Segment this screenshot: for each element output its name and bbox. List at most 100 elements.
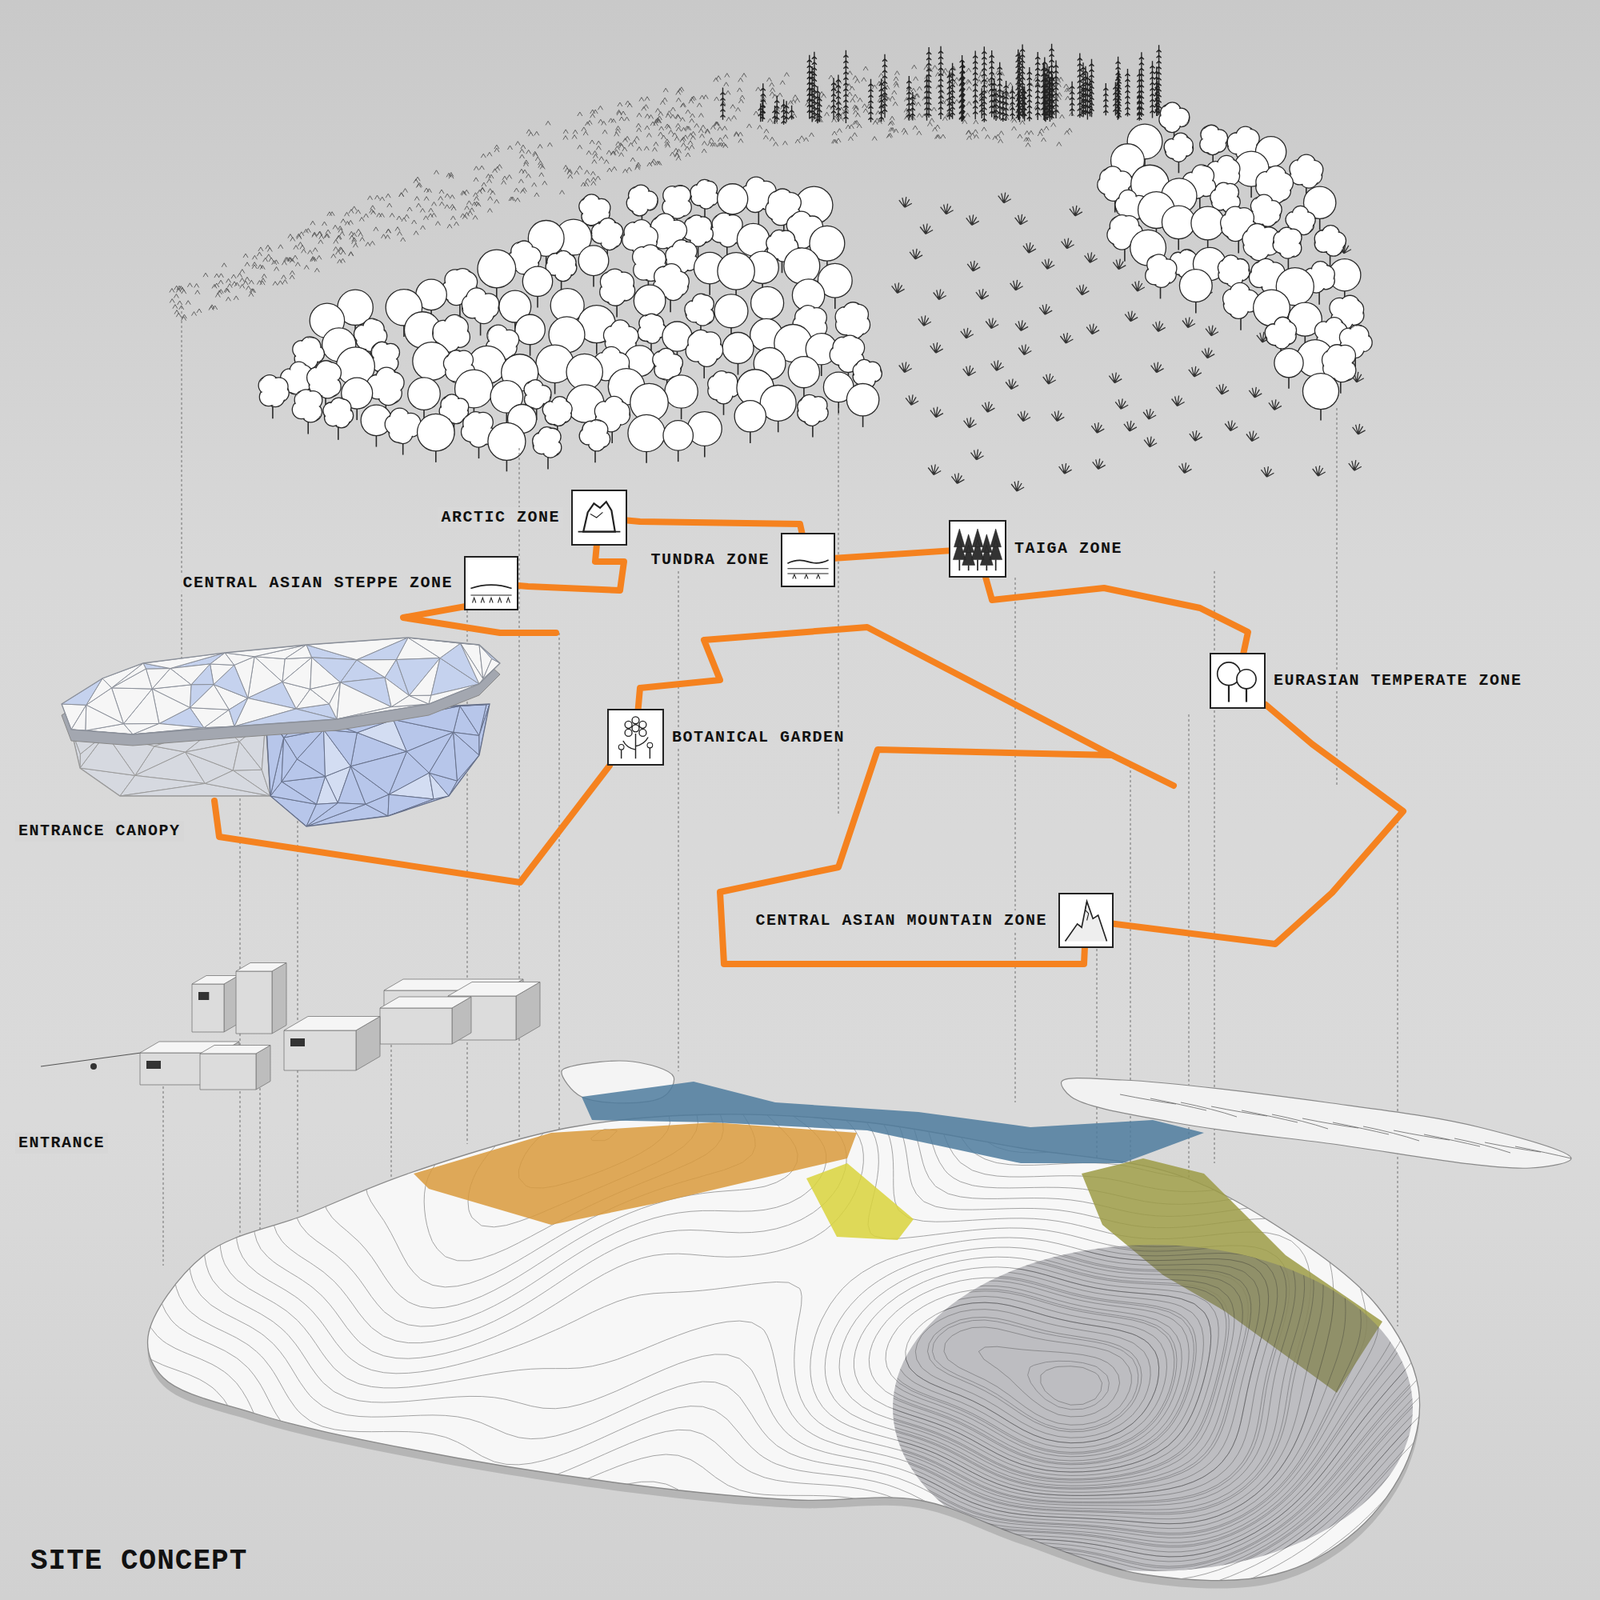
tree-crown-fill — [693, 337, 715, 359]
tree-crown-fill — [714, 378, 732, 396]
mesh-facet — [388, 794, 434, 816]
building-window — [198, 992, 209, 1000]
tree-crown — [663, 420, 693, 451]
contour-line-dark — [184, 1040, 1380, 1538]
contour-line-dark — [136, 1040, 1480, 1572]
mesh — [61, 637, 500, 735]
pictogram-stroke — [1236, 669, 1256, 689]
zone-icon-box: TUNDRA ZONE — [780, 532, 836, 588]
tree-crown — [784, 248, 820, 284]
building-window — [146, 1060, 161, 1069]
tree-crown-fill — [1235, 134, 1254, 153]
mesh-facet — [85, 704, 124, 731]
zone-pictogram — [782, 534, 834, 586]
zone-label: TAIGA ZONE — [1011, 538, 1126, 560]
mesh-facet — [453, 732, 480, 781]
mesh-outline — [61, 637, 500, 735]
tree-crown-fill — [1296, 162, 1316, 181]
mesh-facet — [282, 657, 312, 690]
tree-crown-fill — [540, 434, 557, 452]
zone-label: BOTANICAL GARDEN — [668, 727, 848, 748]
tree-crown — [1302, 373, 1339, 410]
tree — [579, 420, 610, 463]
tree-crown-fill — [515, 248, 533, 267]
tree-crown-fill — [859, 365, 876, 382]
contour-line-dark — [288, 1045, 1235, 1483]
pictogram-stroke — [624, 716, 647, 737]
pictogram-stroke — [787, 560, 828, 564]
zone-icon-box: EURASIAN TEMPERATE ZONE — [1209, 652, 1266, 709]
tree-crown-fill — [264, 381, 282, 400]
contour-line-dark — [232, 1040, 1296, 1506]
tree-crown-fill — [638, 252, 659, 273]
tree-crown-fill — [1224, 262, 1243, 280]
tree-crown-fill — [549, 403, 566, 420]
contour-line-dark — [279, 1040, 1243, 1486]
building-front — [192, 984, 224, 1032]
route-connector — [518, 545, 624, 591]
route-connector — [1113, 704, 1404, 944]
tree-crown-fill — [1280, 234, 1297, 252]
contour-line-dark — [120, 1040, 1548, 1592]
tree — [532, 427, 562, 470]
contour-line-dark — [224, 1040, 1305, 1510]
building-top — [284, 1016, 380, 1032]
tree-crown-fill — [1105, 174, 1125, 194]
building-side — [272, 963, 287, 1035]
building-top — [200, 1045, 271, 1055]
tree-crown-fill — [1250, 231, 1272, 252]
zone-label-wrap: ARCTIC ZONE — [437, 507, 564, 528]
tree-crown-fill — [1330, 352, 1352, 374]
mesh-facet — [281, 737, 297, 782]
tree-crown-fill — [1256, 201, 1275, 220]
contour-line-dark — [217, 1040, 1314, 1515]
route-connector — [627, 520, 802, 533]
tree — [722, 332, 754, 375]
zone-icon-box: ARCTIC ZONE — [571, 489, 628, 546]
tree-crown-fill — [838, 344, 859, 364]
pictogram-stroke — [787, 568, 828, 574]
zone-label: TUNDRA ZONE — [647, 549, 773, 571]
tree — [1179, 269, 1212, 314]
zone-label-wrap: TUNDRA ZONE — [647, 549, 773, 571]
gray-zone — [892, 1244, 1413, 1572]
mesh-facet — [204, 770, 271, 796]
contour-line-dark — [430, 1075, 1175, 1453]
contour-line-dark — [177, 1040, 1396, 1543]
mesh-facet — [189, 684, 229, 711]
tree-crown-fill — [1264, 174, 1285, 196]
tree — [384, 408, 421, 455]
contour-line-dark — [171, 1040, 1414, 1548]
tree-crown-fill — [611, 328, 631, 348]
contour-line-dark — [310, 1052, 1219, 1476]
tree-crown-fill — [329, 404, 347, 422]
tree-crown-fill — [717, 220, 737, 240]
tree-crown-fill — [376, 348, 395, 367]
tree-crown-fill — [1257, 267, 1278, 288]
tree-crown — [751, 286, 784, 320]
tree-crown-fill — [1228, 213, 1249, 234]
tree-crown-fill — [696, 186, 712, 202]
contour-line — [120, 1040, 1592, 1592]
contour-line-dark — [468, 1084, 1160, 1444]
zone-pictogram — [1211, 654, 1264, 708]
contour-line-dark — [339, 1059, 1204, 1468]
diagram-title: SITE CONCEPT — [30, 1544, 248, 1579]
pictogram-stroke — [1065, 901, 1108, 942]
tree-crown-fill — [315, 368, 336, 390]
projection-line — [678, 571, 680, 1072]
projection-line — [163, 1081, 164, 1266]
tree — [714, 294, 748, 340]
contour-line-dark — [270, 1040, 1252, 1489]
building-block — [192, 976, 239, 1033]
tree — [760, 384, 796, 432]
tree-crown — [477, 249, 516, 288]
tree-crown-fill — [1171, 139, 1187, 155]
contour-line — [120, 1040, 1526, 1592]
pictogram-stroke — [583, 501, 616, 532]
contour-line-dark — [120, 1040, 1515, 1588]
tree — [717, 252, 755, 301]
